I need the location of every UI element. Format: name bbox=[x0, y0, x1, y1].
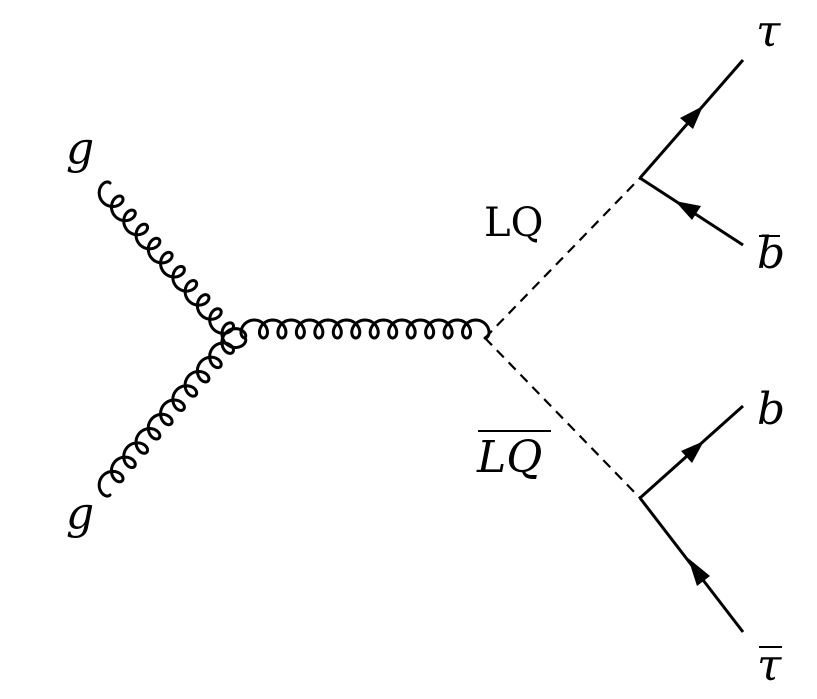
anti-b-arrow-icon bbox=[675, 201, 701, 220]
gluon-line-incoming-top bbox=[97, 180, 248, 349]
gluon-label-bottom: g bbox=[66, 488, 94, 539]
tau-label: τ bbox=[756, 6, 781, 57]
anti-b-label: b bbox=[757, 228, 785, 279]
gluon-label-top: g bbox=[66, 123, 94, 174]
anti-leptoquark-line bbox=[484, 337, 641, 499]
leptoquark-line bbox=[484, 177, 641, 339]
tau-arrow-icon bbox=[680, 106, 703, 129]
anti-tau-arrow-icon bbox=[688, 558, 710, 586]
anti-leptoquark-label: LQ bbox=[476, 432, 542, 483]
leptoquark-label: LQ bbox=[484, 200, 543, 246]
b-arrow-icon bbox=[681, 441, 704, 463]
b-label: b bbox=[757, 384, 785, 435]
gluon-propagator bbox=[239, 318, 491, 340]
gluon-line-incoming-bottom bbox=[97, 327, 248, 498]
anti-tau-label: τ bbox=[757, 640, 782, 691]
